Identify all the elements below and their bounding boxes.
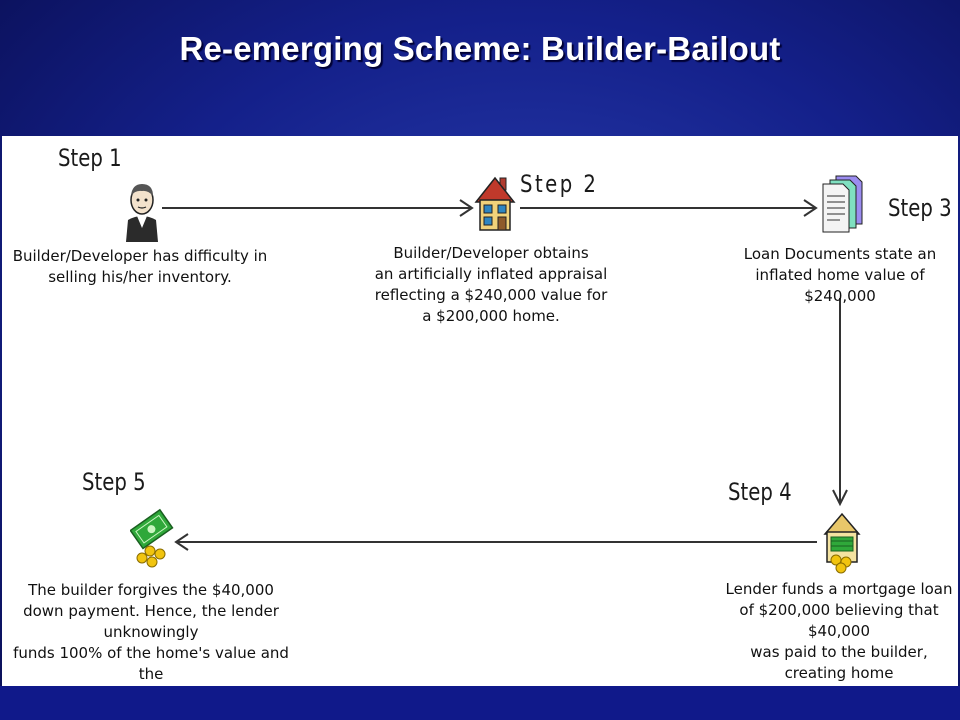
bottom-bar (0, 686, 960, 720)
step-4-label: Step 4 (728, 478, 792, 506)
slide-title: Re-emerging Scheme: Builder-Bailout (179, 30, 781, 67)
step-5-label: Step 5 (82, 468, 146, 496)
step-1-label: Step 1 (58, 144, 122, 172)
step-1-description: Builder/Developer has difficulty in sell… (12, 247, 268, 286)
step-2-label: Step 2 (520, 170, 599, 198)
arrowhead-step2 (459, 199, 474, 217)
house-icon (474, 172, 516, 236)
person-icon (120, 178, 164, 246)
documents-icon (820, 174, 864, 238)
diagram-panel: Step 1 Builder/Developer has difficulty … (2, 136, 958, 704)
arrowhead-step4 (832, 489, 848, 507)
bank-money-icon (822, 510, 862, 578)
cash-coins-icon (129, 506, 174, 576)
arrowhead-step3 (803, 199, 818, 217)
step-4-description: Lender funds a mortgage loan of $200,000… (725, 580, 953, 703)
arrowhead-step5 (174, 533, 189, 551)
step-3-label: Step 3 (888, 194, 952, 222)
step-2-description: Builder/Developer obtains an artificiall… (374, 244, 608, 325)
step-3-description: Loan Documents state an inflated home va… (743, 245, 937, 305)
flow-arrows (162, 199, 848, 551)
